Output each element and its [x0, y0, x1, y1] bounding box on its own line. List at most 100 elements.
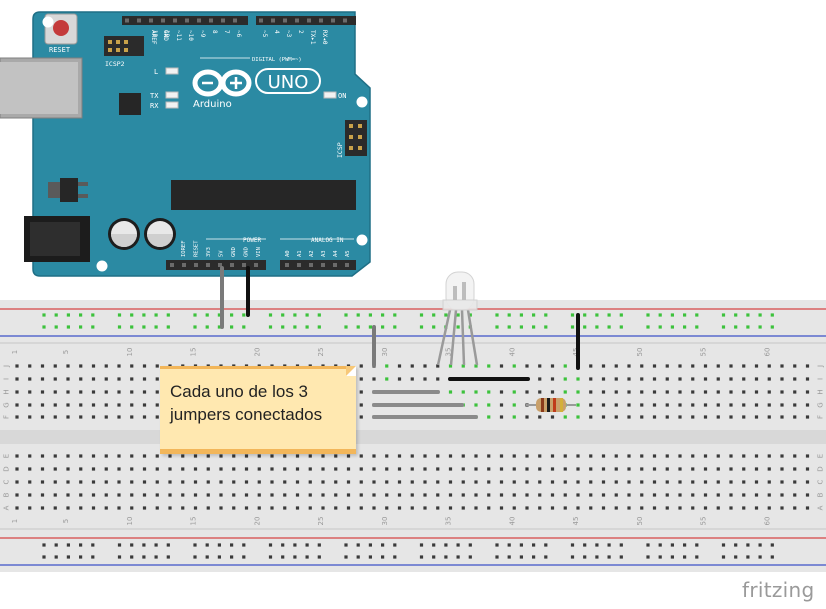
breadboard-hole — [66, 415, 70, 419]
breadboard-hole — [155, 403, 159, 407]
breadboard-hole — [780, 493, 784, 497]
breadboard-hole — [589, 415, 593, 419]
rail-hole — [770, 325, 774, 329]
breadboard-hole — [729, 493, 733, 497]
breadboard-hole — [66, 467, 70, 471]
breadboard-hole — [91, 506, 96, 510]
rail-hole — [154, 543, 158, 547]
breadboard-hole — [767, 364, 771, 368]
row-letter: I — [817, 378, 825, 380]
breadboard-hole — [665, 364, 669, 368]
breadboard-hole — [716, 390, 720, 394]
breadboard-hole — [53, 415, 57, 419]
breadboard-hole — [66, 364, 70, 368]
rail-hole — [142, 543, 146, 547]
resistor[interactable] — [526, 398, 576, 412]
column-number: 30 — [381, 517, 389, 526]
rail-hole — [758, 325, 762, 329]
rail-hole — [468, 555, 472, 559]
breadboard-hole — [627, 377, 631, 381]
rail-hole — [595, 313, 599, 317]
voltage-regulator — [60, 178, 78, 202]
breadboard-hole — [589, 377, 593, 381]
rail-hole — [381, 543, 385, 547]
breadboard-hole — [283, 493, 287, 497]
breadboard-hole — [53, 467, 57, 471]
breadboard-hole — [742, 377, 746, 381]
column-number: 50 — [636, 348, 644, 357]
breadboard-hole — [334, 493, 338, 497]
rail-hole — [268, 325, 273, 329]
rail-hole — [683, 555, 687, 559]
breadboard-hole — [627, 506, 631, 510]
breadboard-hole — [678, 493, 682, 497]
rail-hole — [495, 555, 499, 559]
breadboard-hole — [436, 493, 440, 497]
breadboard-hole — [691, 403, 695, 407]
breadboard-hole — [780, 403, 784, 407]
breadboard-hole — [691, 454, 695, 458]
power-pin-label: GND — [244, 247, 250, 257]
column-number: 55 — [700, 517, 708, 526]
rail-hole — [432, 313, 436, 317]
mount-hole — [356, 96, 368, 108]
breadboard-hole — [270, 506, 274, 510]
top-pin-label: 4 — [273, 30, 280, 34]
breadboard-hole — [499, 390, 504, 394]
rgb-led[interactable] — [436, 271, 479, 366]
breadboard-hole — [729, 403, 733, 407]
rail-hole — [217, 555, 221, 559]
rail-hole — [166, 543, 170, 547]
breadboard-hole — [346, 493, 351, 497]
analog-pin-label: A4 — [333, 250, 339, 257]
breadboard-hole — [589, 390, 593, 394]
breadboard-hole — [652, 364, 657, 368]
row-letter: B — [817, 492, 825, 497]
breadboard-hole — [754, 454, 759, 458]
rail-hole — [519, 313, 523, 317]
rail-hole — [42, 325, 46, 329]
breadboard-hole — [130, 403, 134, 407]
rail-hole — [583, 313, 587, 317]
rail-hole — [54, 325, 58, 329]
breadboard-hole — [512, 415, 516, 419]
rail-hole — [193, 555, 197, 559]
rail-hole — [268, 543, 273, 547]
breadboard-hole — [754, 415, 759, 419]
rail-hole — [456, 543, 460, 547]
breadboard-hole — [104, 364, 108, 368]
rail-hole — [619, 313, 623, 317]
rail-hole — [507, 555, 511, 559]
rail-hole — [495, 543, 499, 547]
breadboard-hole — [283, 467, 287, 471]
breadboard-hole — [40, 403, 45, 407]
breadboard-hole — [691, 364, 695, 368]
note-line-1: Cada uno de los 3 — [170, 382, 308, 401]
column-number: 10 — [126, 348, 134, 357]
breadboard-hole — [410, 377, 414, 381]
breadboard-hole — [767, 467, 771, 471]
breadboard-hole — [652, 415, 657, 419]
breadboard-hole — [780, 454, 784, 458]
rail-hole — [356, 555, 360, 559]
breadboard-hole — [691, 480, 695, 484]
breadboard-hole — [410, 480, 414, 484]
breadboard-hole — [716, 364, 720, 368]
rail-hole — [205, 313, 209, 317]
breadboard-hole — [640, 390, 644, 394]
rail-hole — [583, 543, 587, 547]
breadboard-hole — [232, 506, 236, 510]
top-pin-label: 2 — [297, 30, 304, 34]
atmega-chip — [171, 180, 356, 210]
rail-hole — [268, 313, 273, 317]
row-letter: A — [3, 505, 11, 510]
breadboard-hole — [346, 506, 351, 510]
rail-hole — [495, 325, 499, 329]
rail-hole — [242, 313, 246, 317]
breadboard-hole — [232, 480, 236, 484]
breadboard-hole — [703, 467, 708, 471]
rail-hole — [242, 325, 246, 329]
header-pin — [295, 18, 299, 23]
breadboard-hole — [665, 390, 669, 394]
